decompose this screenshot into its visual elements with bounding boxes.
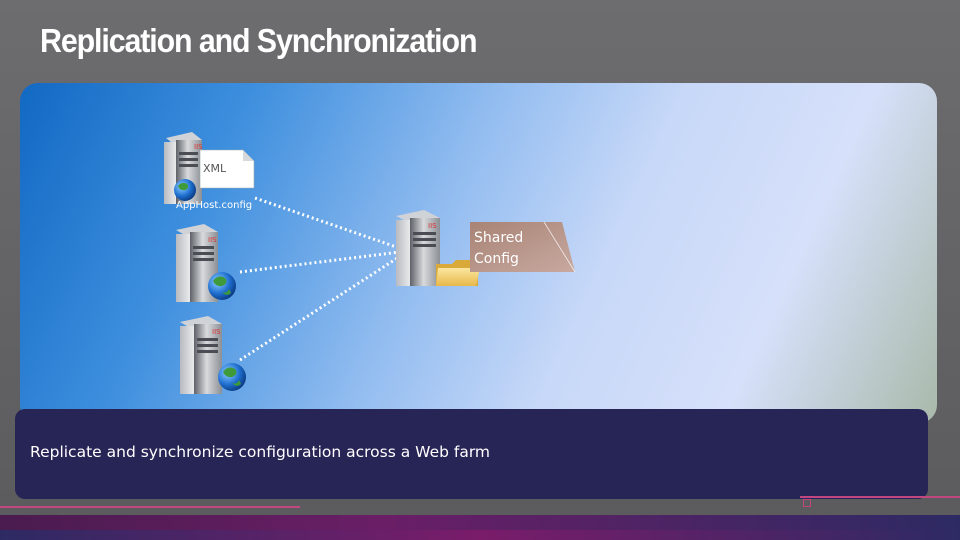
- svg-text:IIS: IIS: [212, 328, 221, 336]
- connection-line-3: [240, 255, 402, 360]
- svg-text:Config: Config: [474, 251, 519, 267]
- apphost-config-label: AppHost.config: [176, 200, 252, 211]
- shared-config-callout: Shared Config: [470, 222, 575, 272]
- decorative-line: [0, 506, 300, 508]
- connection-line-2: [240, 252, 400, 272]
- caption-text: Replicate and synchronize configuration …: [30, 443, 490, 461]
- web-server-3: IIS: [180, 316, 222, 394]
- xml-file-icon: XML: [200, 150, 254, 188]
- decorative-square: [803, 499, 811, 507]
- globe-icon: [208, 272, 236, 300]
- decorative-line: [800, 496, 960, 498]
- svg-text:IIS: IIS: [208, 236, 217, 244]
- globe-icon: [174, 179, 196, 201]
- svg-text:Shared: Shared: [474, 230, 523, 246]
- shared-config-server: IIS: [396, 210, 440, 286]
- bottom-strip: [0, 530, 960, 540]
- svg-text:XML: XML: [203, 162, 227, 175]
- globe-icon: [218, 363, 246, 391]
- caption-box: Replicate and synchronize configuration …: [15, 409, 928, 499]
- connection-lines: [240, 198, 405, 360]
- svg-text:IIS: IIS: [428, 222, 437, 230]
- connection-line-1: [255, 198, 405, 250]
